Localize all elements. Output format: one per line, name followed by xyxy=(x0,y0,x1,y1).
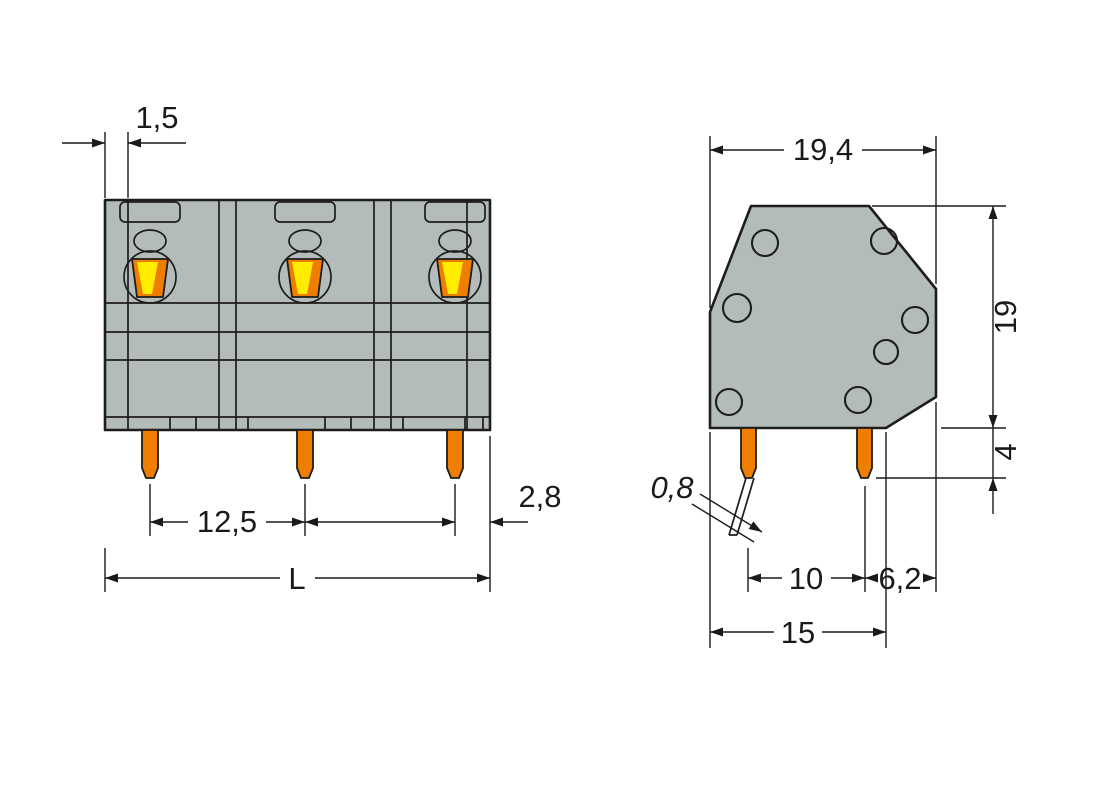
dim-side-pin-spacing-label: 10 xyxy=(789,561,823,596)
front-extension-lines xyxy=(104,132,491,592)
side-pin-right xyxy=(856,427,873,479)
dim-front-overall-label: L xyxy=(288,561,305,596)
dim-side-pin-thickness-label: 0,8 xyxy=(650,470,694,505)
arrowhead xyxy=(710,627,723,637)
side-dimensions: 19,4 19 4 0,8 10 6,2 15 xyxy=(650,132,1023,650)
front-body-castellations xyxy=(169,417,484,430)
side-pin-left-tip xyxy=(728,477,755,536)
arrowhead xyxy=(988,206,998,219)
arrowhead xyxy=(923,145,936,155)
arrowhead xyxy=(988,415,998,428)
dim-front-offset-label: 1,5 xyxy=(135,100,178,135)
dim-side-pin-to-edge-label: 6,2 xyxy=(878,561,921,596)
front-dimension-lines xyxy=(62,142,528,579)
front-body-vertical-lines xyxy=(127,200,468,430)
front-body-horizontal-lines xyxy=(105,302,490,418)
front-body xyxy=(103,198,492,432)
arrowhead xyxy=(442,517,455,527)
side-body xyxy=(708,204,938,430)
arrowhead xyxy=(128,138,141,148)
hole xyxy=(900,305,930,335)
front-view xyxy=(103,198,492,479)
hole xyxy=(872,338,900,366)
arrowhead xyxy=(710,145,723,155)
arrowhead xyxy=(988,478,998,491)
dim-side-height-label: 19 xyxy=(988,300,1023,334)
mounting-holes xyxy=(714,226,930,417)
hole xyxy=(714,387,744,417)
side-extension-lines xyxy=(709,136,1006,648)
arrowhead xyxy=(490,517,503,527)
dim-front-pitch-label: 12,5 xyxy=(197,504,257,539)
arrowhead xyxy=(305,517,318,527)
dim-side-pin-protrusion-label: 4 xyxy=(988,443,1023,460)
side-view xyxy=(708,204,938,536)
arrowhead xyxy=(292,517,305,527)
arrowhead xyxy=(92,138,105,148)
hole xyxy=(843,385,873,415)
arrowhead xyxy=(748,521,762,532)
arrowhead xyxy=(150,517,163,527)
arrowhead xyxy=(865,573,878,583)
dim-front-pin-edge-label: 2,8 xyxy=(518,479,561,514)
hole xyxy=(721,292,753,324)
arrowhead xyxy=(852,573,865,583)
dim-side-footprint-label: 15 xyxy=(781,615,815,650)
hole xyxy=(869,226,899,256)
dim-side-width-label: 19,4 xyxy=(793,132,853,167)
front-dimensions: 1,5 12,5 2,8 L xyxy=(62,100,562,596)
hole xyxy=(750,228,780,258)
arrowhead xyxy=(748,573,761,583)
side-pin-left xyxy=(740,427,757,479)
arrowhead xyxy=(105,573,118,583)
arrowhead xyxy=(873,627,886,637)
pin-thickness-leader-lines xyxy=(691,493,763,543)
arrowhead xyxy=(923,573,936,583)
arrowhead xyxy=(477,573,490,583)
